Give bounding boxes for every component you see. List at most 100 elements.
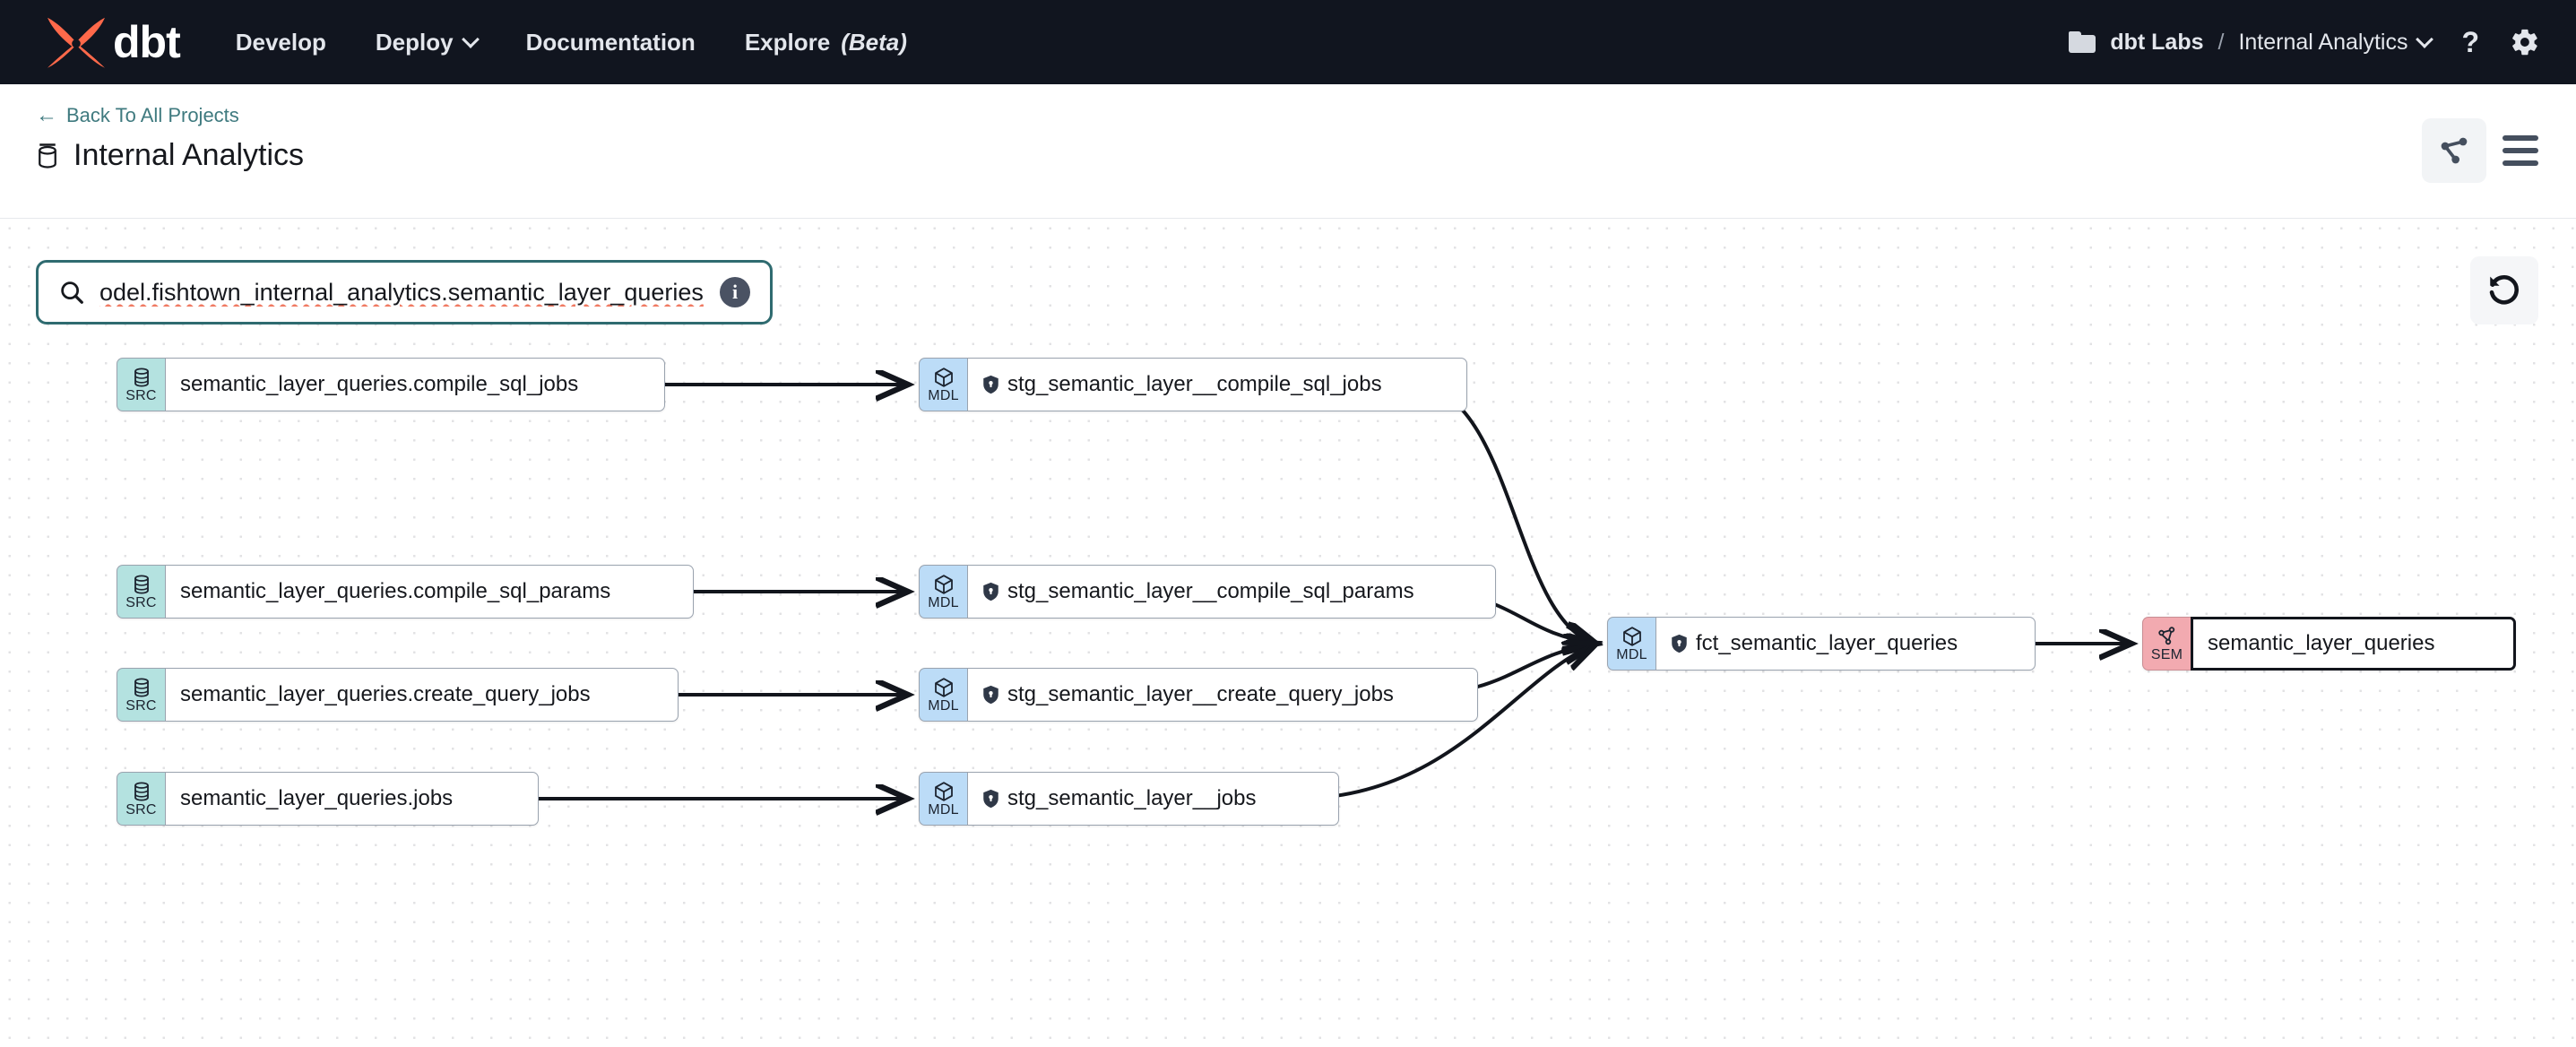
node-body[interactable]: stg_semantic_layer__create_query_jobs [967,668,1478,722]
node-type-badge-mdl: MDL [919,668,967,722]
node-body[interactable]: stg_semantic_layer__compile_sql_jobs [967,358,1467,411]
chevron-down-icon [461,30,480,48]
src-icon [130,781,153,802]
lineage-node-src-compile-sql-params[interactable]: SRC semantic_layer_queries.compile_sql_pa… [117,565,694,619]
subheader-actions [2422,118,2538,183]
node-type-badge-src: SRC [117,565,165,619]
mdl-icon [932,574,955,595]
menu-button[interactable] [2503,135,2538,166]
node-type-badge-mdl: MDL [919,565,967,619]
node-body[interactable]: semantic_layer_queries.jobs [165,772,539,826]
top-navigation-bar: dbt Develop Deploy Documentation Explore… [0,0,2576,84]
search-input-box[interactable]: odel.fishtown_internal_analytics.semanti… [36,260,773,324]
lineage-node-src-compile-sql-jobs[interactable]: SRC semantic_layer_queries.compile_sql_jo… [117,358,665,411]
lineage-node-mdl-stg-create-query-jobs[interactable]: MDL stg_semantic_layer__create_query_jobs [919,668,1478,722]
node-type-badge-label: MDL [928,697,959,714]
lineage-search: odel.fishtown_internal_analytics.semanti… [36,260,773,324]
node-label: stg_semantic_layer__compile_sql_jobs [1007,372,1382,396]
breadcrumb-project[interactable]: Internal Analytics [2238,29,2434,56]
node-type-badge-label: SRC [125,387,157,403]
lineage-node-mdl-fct-semantic-layer-queries[interactable]: MDL fct_semantic_layer_queries [1607,617,2036,671]
chevron-down-icon [2416,30,2434,48]
reset-view-button[interactable] [2470,256,2538,324]
node-body[interactable]: stg_semantic_layer__jobs [967,772,1339,826]
node-label: semantic_layer_queries.compile_sql_jobs [180,372,579,396]
lineage-graph: SRC semantic_layer_queries.compile_sql_jo… [0,219,2576,1047]
node-type-badge-label: MDL [1616,646,1647,662]
dbt-logo-text: dbt [113,17,181,67]
nav-link-explore[interactable]: Explore (Beta) [745,29,907,56]
breadcrumb-org[interactable]: dbt Labs [2110,29,2204,55]
gear-icon[interactable] [2510,27,2540,57]
search-icon [61,281,83,304]
folder-icon [2069,31,2096,53]
lineage-node-mdl-stg-compile-sql-jobs[interactable]: MDL stg_semantic_layer__compile_sql_jobs [919,358,1467,411]
nav-link-deploy[interactable]: Deploy [375,28,480,56]
nav-link-develop[interactable]: Develop [236,29,326,56]
shield-icon [1671,634,1688,653]
lineage-node-src-jobs[interactable]: SRC semantic_layer_queries.jobs [117,772,539,826]
lineage-node-mdl-stg-compile-sql-params[interactable]: MDL stg_semantic_layer__compile_sql_param… [919,565,1496,619]
shield-icon [982,685,999,705]
lineage-canvas[interactable]: odel.fishtown_internal_analytics.semanti… [0,219,2576,1047]
node-body[interactable]: fct_semantic_layer_queries [1655,617,2036,671]
project-subheader: ← Back To All Projects Internal Analytic… [0,84,2576,219]
dbt-logo-icon [48,17,105,68]
src-icon [130,677,153,698]
nav-link-documentation[interactable]: Documentation [526,29,696,56]
nav-link-documentation-label: Documentation [525,28,696,56]
node-body[interactable]: stg_semantic_layer__compile_sql_params [967,565,1496,619]
help-icon[interactable]: ? [2461,25,2479,58]
node-type-badge-mdl: MDL [1607,617,1655,671]
node-label: semantic_layer_queries [2208,631,2435,655]
node-label: stg_semantic_layer__compile_sql_params [1007,579,1414,603]
database-icon [39,143,56,169]
node-body[interactable]: semantic_layer_queries.create_query_jobs [165,668,679,722]
lineage-node-src-create-query-jobs[interactable]: SRC semantic_layer_queries.create_query_j… [117,668,679,722]
mdl-icon [932,677,955,698]
page-title-label: Internal Analytics [73,138,305,172]
edge-stg-jobs-to-fct [1290,644,1596,801]
lineage-graph-view-button[interactable] [2422,118,2486,183]
back-to-all-projects-link[interactable]: ← Back To All Projects [36,104,2540,127]
mdl-icon [932,781,955,802]
lineage-node-sem-semantic-layer-queries[interactable]: SEM semantic_layer_queries [2142,617,2516,671]
node-type-badge-sem: SEM [2142,617,2191,671]
dbt-logo[interactable]: dbt [39,13,181,71]
shield-icon [982,582,999,601]
reset-rotate-icon [2489,275,2519,305]
menu-icon-bar [2503,148,2538,153]
node-type-badge-label: MDL [928,801,959,818]
share-nodes-icon [2441,137,2468,164]
menu-icon-bar [2503,160,2538,166]
node-type-badge-src: SRC [117,772,165,826]
src-icon [130,367,153,388]
info-icon[interactable]: i [720,277,750,307]
node-type-badge-label: SRC [125,697,157,714]
page-title: Internal Analytics [36,138,2540,173]
nav-right-cluster: dbt Labs / Internal Analytics ? [2069,0,2540,84]
node-type-badge-mdl: MDL [919,772,967,826]
menu-icon-bar [2503,135,2538,141]
node-body[interactable]: semantic_layer_queries.compile_sql_param… [165,565,694,619]
node-type-badge-label: MDL [928,594,959,610]
sem-icon [2156,626,2179,647]
shield-icon [982,789,999,809]
lineage-node-mdl-stg-jobs[interactable]: MDL stg_semantic_layer__jobs [919,772,1339,826]
node-type-badge-src: SRC [117,358,165,411]
node-body[interactable]: semantic_layer_queries.compile_sql_jobs [165,358,665,411]
primary-nav: Develop Deploy Documentation Explore (Be… [236,29,907,56]
mdl-icon [1621,626,1644,647]
node-label: stg_semantic_layer__jobs [1007,786,1257,810]
node-type-badge-label: MDL [928,387,959,403]
node-body[interactable]: semantic_layer_queries [2191,617,2516,671]
breadcrumb-project-label: Internal Analytics [2238,29,2408,55]
nav-link-deploy-label: Deploy [375,28,454,56]
shield-icon [982,375,999,394]
node-type-badge-label: SRC [125,801,157,818]
nav-link-develop-label: Develop [235,28,326,56]
breadcrumb: dbt Labs / Internal Analytics [2069,29,2434,56]
search-input[interactable]: odel.fishtown_internal_analytics.semanti… [99,278,704,306]
nav-link-explore-label: Explore [744,28,831,56]
node-label: semantic_layer_queries.compile_sql_param… [180,579,611,603]
